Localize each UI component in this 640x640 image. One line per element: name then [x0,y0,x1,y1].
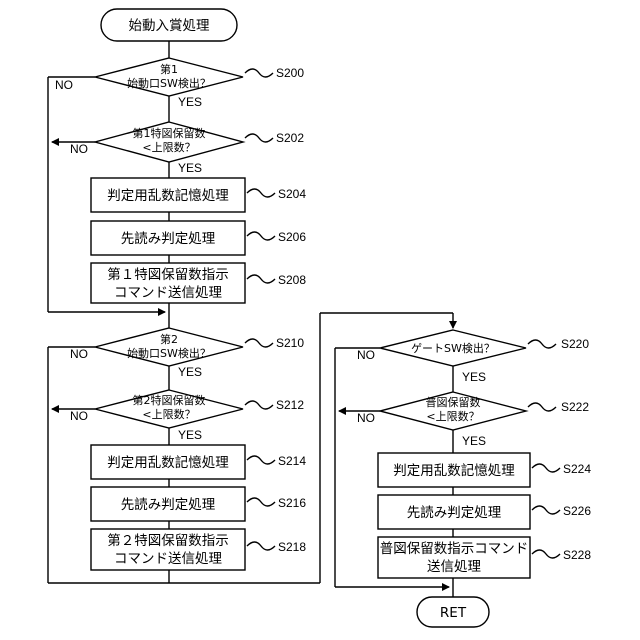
process-s206-label: 先読み判定処理 [121,231,216,247]
step-leader-s228 [532,550,560,558]
yes-label-s210: YES [178,365,202,379]
step-leader-s200 [245,69,273,77]
step-leader-s220 [528,340,556,348]
no-label-s212: NO [70,409,88,423]
step-label-s214: S214 [278,454,306,468]
decision-s220-line1: ゲートSW検出？ [411,341,495,355]
step-leader-s202 [245,134,273,142]
step-label-s228: S228 [563,548,591,562]
start-terminal-label: 始動入賞処理 [129,18,210,34]
step-leader-s208 [247,275,275,283]
step-leader-s226 [532,506,560,514]
step-label-s218: S218 [278,540,306,554]
step-label-s202: S202 [276,131,304,145]
step-label-s216: S216 [278,496,306,510]
yes-label-s212: YES [178,428,202,442]
decision-s222-line1: 普図保留数 [426,395,481,409]
decision-s200-line1: 第1 [160,62,178,76]
no-label-s210: NO [70,347,88,361]
step-leader-s214 [247,456,275,464]
process-s208-line2: コマンド送信処理 [114,285,222,301]
process-s214-label: 判定用乱数記憶処理 [107,454,229,471]
step-label-s212: S212 [276,398,304,412]
decision-s210-line2: 始動口SW検出？ [127,346,211,360]
process-s218-line1: 第２特図保留数指示 [107,532,229,549]
decision-s212-line2: <上限数？ [142,408,195,421]
step-label-s220: S220 [561,337,589,351]
step-leader-s206 [247,232,275,240]
yes-label-s222: YES [462,434,486,448]
step-label-s206: S206 [278,230,306,244]
process-s204-label: 判定用乱数記憶処理 [107,187,229,204]
process-s216-label: 先読み判定処理 [121,497,216,513]
step-label-s204: S204 [278,187,306,201]
step-leader-s212 [245,401,273,409]
no-label-s220: NO [357,348,375,362]
decision-s212-line1: 第2特図保留数 [133,393,206,407]
decision-s202-line1: 第1特図保留数 [133,126,206,140]
process-s228-line2: 送信処理 [427,559,481,575]
yes-label-s200: YES [178,95,202,109]
step-leader-s216 [247,498,275,506]
process-s208-line1: 第１特図保留数指示 [107,266,229,283]
step-leader-s210 [245,339,273,347]
step-label-s200: S200 [276,66,304,80]
step-leader-s224 [532,464,560,472]
no-label-s202: NO [70,142,88,156]
yes-label-s202: YES [178,161,202,175]
step-label-s208: S208 [278,273,306,287]
yes-label-s220: YES [462,370,486,384]
step-label-s210: S210 [276,336,304,350]
decision-s200-line2: 始動口SW検出？ [127,76,211,90]
process-s228-line1: 普図保留数指示コマンド [380,541,529,557]
step-leader-s218 [247,542,275,550]
step-leader-s204 [247,189,275,197]
process-s218-line2: コマンド送信処理 [114,551,222,567]
process-s224-label: 判定用乱数記憶処理 [393,462,515,479]
step-leader-s222 [528,403,556,411]
decision-s202-line2: <上限数？ [142,141,195,154]
end-terminal-label: RET [440,605,467,621]
decision-s222-line2: <上限数？ [426,410,479,423]
decision-s210-line1: 第2 [160,332,178,346]
process-s226-label: 先読み判定処理 [407,505,502,521]
step-label-s224: S224 [563,462,591,476]
step-label-s226: S226 [563,504,591,518]
step-label-s222: S222 [561,400,589,414]
no-label-s222: NO [357,411,375,425]
no-label-s200: NO [55,78,73,92]
